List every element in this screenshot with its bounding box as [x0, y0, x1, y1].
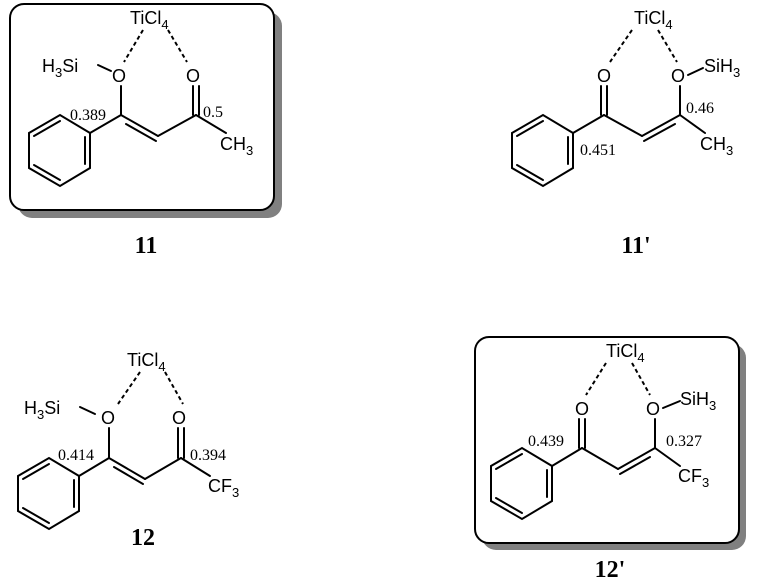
frame-box: [9, 3, 275, 211]
charge-label: 0.5: [203, 104, 223, 121]
o-si-bond: [662, 400, 681, 409]
structure-12: TiCl4 H3Si O O 0.414 0.394 CF3 12: [17, 350, 239, 551]
coordination-bond: [164, 371, 184, 405]
phenyl-ring: [17, 456, 80, 531]
ticl4-label: TiCl4: [606, 341, 645, 365]
c-cf3-bond: [654, 447, 681, 467]
charge-label: 0.46: [686, 100, 714, 117]
c-c-bond: [581, 447, 619, 470]
c-ch3-bond: [679, 114, 706, 134]
oxygen-label: O: [101, 408, 115, 428]
o-si-bond: [687, 67, 704, 76]
phenyl-ring: [33, 164, 61, 181]
coordination-bond: [631, 362, 651, 396]
coordination-bond: [585, 362, 607, 396]
trifluoromethyl-label: CF3: [678, 466, 709, 490]
compound-number: 12: [131, 525, 155, 551]
phenyl-ring: [516, 164, 544, 181]
alkene-bond: [619, 456, 651, 475]
alkene-bond: [108, 457, 146, 480]
phenyl-bond: [551, 447, 583, 467]
phenyl-ring: [495, 453, 523, 470]
charge-label: 0.394: [190, 447, 226, 464]
c-c-bond: [603, 114, 643, 137]
phenyl-ring: [490, 446, 553, 521]
alkene-bond: [617, 447, 656, 470]
phenyl-ring: [28, 113, 91, 188]
charge-label: 0.439: [528, 433, 564, 450]
charge-label: 0.327: [666, 433, 702, 450]
alkene-bond: [120, 114, 159, 137]
ticl4-label: TiCl4: [634, 8, 673, 32]
phenyl-bond: [89, 114, 122, 134]
phenyl-ring: [516, 120, 544, 137]
alkene-bond: [125, 123, 157, 142]
coordination-bond: [167, 29, 188, 63]
alkene-bond: [641, 114, 681, 137]
silyl-group-label: SiH3: [704, 56, 740, 80]
oxygen-label: O: [172, 408, 186, 428]
c-c-bond: [157, 114, 197, 137]
silyl-group-label: SiH3: [680, 389, 716, 413]
c-ch3-bond: [195, 114, 227, 134]
oxygen-label: O: [186, 66, 200, 86]
oxygen-label: O: [671, 66, 685, 86]
oxygen-label: O: [646, 399, 660, 419]
structure-11-prime: TiCl4 O O SiH3 0.451 0.46 CH3 11': [511, 8, 740, 259]
c-c-bond: [144, 457, 182, 480]
phenyl-ring: [33, 120, 61, 137]
ticl4-label: TiCl4: [130, 8, 169, 32]
coordination-bond: [117, 371, 141, 405]
phenyl-bond: [572, 114, 605, 134]
si-o-bond: [97, 64, 112, 72]
ticl4-label: TiCl4: [127, 350, 166, 374]
coordination-bond: [609, 29, 633, 63]
silyl-group-label: H3Si: [42, 56, 78, 80]
si-o-bond: [79, 406, 96, 415]
alkene-bond: [643, 123, 676, 142]
oxygen-label: O: [112, 66, 126, 86]
structure-11: TiCl4 H3Si O O 0.389 0.5 CH3 11: [9, 3, 282, 259]
frame-box: [474, 336, 740, 544]
alkene-bond: [113, 466, 144, 485]
phenyl-ring: [495, 497, 523, 514]
oxygen-label: O: [575, 399, 589, 419]
phenyl-ring: [22, 463, 50, 480]
coordination-bond: [657, 29, 678, 63]
methyl-label: CH3: [700, 134, 733, 158]
methyl-label: CH3: [220, 134, 253, 158]
phenyl-ring: [22, 507, 50, 524]
oxygen-label: O: [597, 66, 611, 86]
structure-12-prime: TiCl4 O O SiH3 0.439 0.327 CF3 12': [474, 336, 746, 581]
charge-label: 0.389: [70, 107, 106, 124]
coordination-bond: [123, 29, 144, 63]
trifluoromethyl-label: CF3: [208, 476, 239, 500]
c-cf3-bond: [180, 457, 211, 477]
silyl-group-label: H3Si: [24, 398, 60, 422]
charge-label: 0.451: [580, 142, 616, 159]
compound-number: 11': [621, 233, 650, 259]
charge-label: 0.414: [58, 447, 94, 464]
compound-number: 11: [135, 233, 158, 259]
phenyl-bond: [78, 457, 110, 477]
phenyl-ring: [511, 113, 574, 188]
compound-number: 12': [595, 557, 626, 581]
